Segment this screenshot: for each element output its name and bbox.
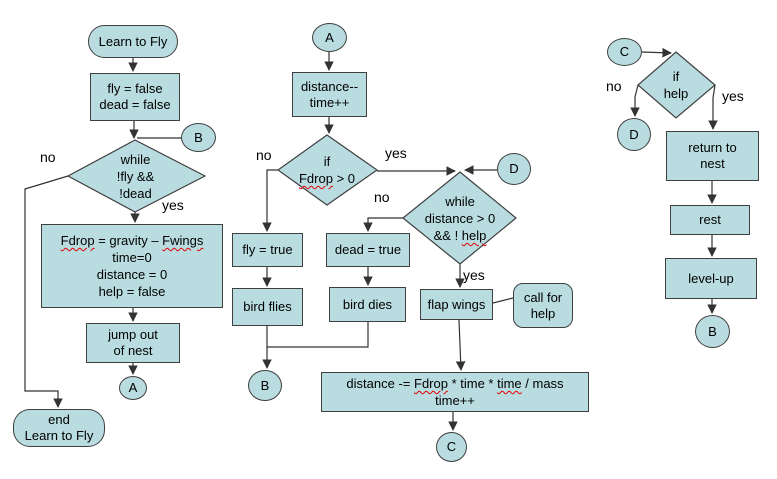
node-rest: rest — [670, 205, 750, 235]
node-return-to-nest-label: return to nest — [688, 140, 737, 171]
edge-label-yes-if-help: yes — [722, 88, 744, 104]
if-fdrop-line1: if — [323, 154, 331, 169]
node-bird-flies: bird flies — [232, 288, 303, 326]
node-init-flags: fly = false dead = false — [90, 73, 180, 121]
edge-label-yes-while-inner: yes — [463, 267, 485, 283]
squiggle-word-fdrop3: Fdrop — [414, 376, 448, 391]
squiggle-word-time: time — [497, 376, 522, 391]
edge-ifhelp-yes-return — [708, 84, 718, 130]
connector-d1-label: D — [509, 161, 519, 176]
edge-label-yes-while-outer: yes — [162, 197, 184, 213]
connector-a1: A — [119, 376, 147, 400]
while-inner-line3: && ! help — [434, 227, 487, 244]
diamond-while-inner — [402, 171, 517, 265]
while-inner-line3-start: && ! — [433, 228, 462, 243]
node-return-to-nest: return to nest — [666, 131, 759, 181]
node-end-label: end Learn to Fly — [24, 412, 94, 443]
dist-l1-mid: * time * — [447, 376, 498, 391]
edge-c2-ifhelp — [641, 47, 672, 58]
edge-whileouter-no-end — [24, 175, 69, 408]
connector-a1-label: A — [128, 380, 138, 395]
node-dec-time: distance-- time++ — [292, 72, 367, 117]
node-bird-dies: bird dies — [329, 287, 406, 322]
node-bird-dies-label: bird dies — [342, 296, 393, 312]
while-outer-text: while !fly && !dead — [116, 152, 155, 201]
if-fdrop-line2-rest: > 0 — [332, 171, 355, 186]
dist-l1-end: / mass — [521, 376, 564, 391]
edge-label-yes-if-fdrop: yes — [385, 145, 407, 161]
edge-ifhelp-no-d2 — [630, 84, 640, 117]
node-call-for-help: call for help — [513, 283, 573, 328]
diamond-if-fdrop-label: if Fdrop > 0 — [287, 153, 367, 187]
diamond-if-help-label: if help — [646, 68, 706, 102]
node-rest-label: rest — [699, 212, 721, 227]
diamond-while-outer-label: while !fly && !dead — [93, 151, 178, 202]
connector-b3-label: B — [708, 323, 717, 339]
connector-c1-label: C — [446, 439, 457, 454]
connector-b2-label: B — [260, 377, 270, 393]
connector-c1: C — [436, 432, 467, 462]
node-init-flags-label: fly = false dead = false — [99, 81, 171, 112]
diamond-if-help — [637, 51, 716, 119]
node-level-up-label: level-up — [688, 270, 734, 286]
edge-birddies-merge — [267, 322, 369, 348]
distance-formula-line1: distance -= Fdrop * time * time / mass — [346, 375, 563, 392]
diamond-if-fdrop — [276, 134, 379, 206]
connector-b2: B — [248, 370, 282, 401]
init-vars-line2: time=0 — [112, 250, 152, 265]
squiggle-word-help: help — [461, 228, 487, 243]
connector-a2: A — [312, 23, 347, 52]
init-vars-line3: distance = 0 — [96, 267, 168, 282]
node-fly-true-label: fly = true — [242, 242, 293, 257]
node-dead-true-label: dead = true — [334, 242, 402, 257]
connector-d1: D — [497, 153, 531, 185]
edge-label-no-while-inner: no — [374, 189, 390, 205]
dist-l1-start: distance -= — [346, 376, 414, 391]
diamond-while-inner-label: while distance > 0 && ! help — [402, 193, 518, 244]
if-help-text: if help — [663, 69, 689, 101]
distance-formula-line2: time++ — [435, 393, 475, 408]
squiggle-word-fwings: Fwings — [162, 233, 204, 248]
edge-flap-callhelp — [492, 297, 514, 304]
node-call-for-help-label: call for help — [523, 289, 563, 321]
edge-label-no-while-outer: no — [40, 149, 56, 165]
init-vars-line1: Fdrop = gravity – Fwings — [61, 232, 204, 249]
init-vars-line4: help = false — [98, 284, 166, 299]
diamond-while-outer — [66, 139, 207, 213]
node-dec-time-label: distance-- time++ — [300, 78, 359, 110]
node-distance-formula: distance -= Fdrop * time * time / mass t… — [321, 372, 589, 412]
edge-label-no-if-fdrop: no — [256, 147, 272, 163]
if-fdrop-line2: Fdrop > 0 — [299, 170, 355, 187]
connector-b1: B — [181, 123, 216, 152]
node-dead-true: dead = true — [326, 233, 410, 267]
node-fly-true: fly = true — [232, 233, 303, 267]
edge-flap-dist — [455, 319, 466, 371]
init-vars-line1-mid: = gravity – — [94, 233, 163, 248]
connector-b1-label: B — [194, 129, 203, 145]
connector-a2-label: A — [325, 29, 334, 45]
edge-label-no-if-help: no — [606, 78, 622, 94]
node-end-terminator: end Learn to Fly — [13, 409, 105, 447]
node-start-terminator: Learn to Fly — [88, 25, 178, 58]
while-inner-line2: distance > 0 — [424, 211, 496, 226]
edge-whileinner-no-deadtrue — [363, 217, 403, 232]
node-flap-wings-label: flap wings — [427, 296, 486, 312]
connector-d2-label: D — [629, 126, 639, 142]
connector-d2: D — [617, 118, 651, 151]
node-level-up: level-up — [665, 258, 757, 299]
connector-b3: B — [695, 315, 730, 348]
node-init-vars: Fdrop = gravity – Fwings time=0 distance… — [41, 224, 223, 308]
squiggle-word-fdrop2: Fdrop — [298, 171, 333, 186]
node-flap-wings: flap wings — [420, 289, 493, 320]
connector-c2-label: C — [619, 44, 630, 59]
squiggle-word-fdrop: Fdrop — [60, 233, 95, 248]
connector-c2: C — [607, 38, 642, 66]
node-start-label: Learn to Fly — [98, 33, 168, 49]
node-jump-out: jump out of nest — [86, 323, 180, 363]
while-inner-line1: while — [445, 194, 475, 209]
node-jump-out-label: jump out of nest — [108, 327, 158, 358]
node-bird-flies-label: bird flies — [243, 299, 292, 314]
edge-iffdrop-no-flytrue — [262, 169, 278, 232]
